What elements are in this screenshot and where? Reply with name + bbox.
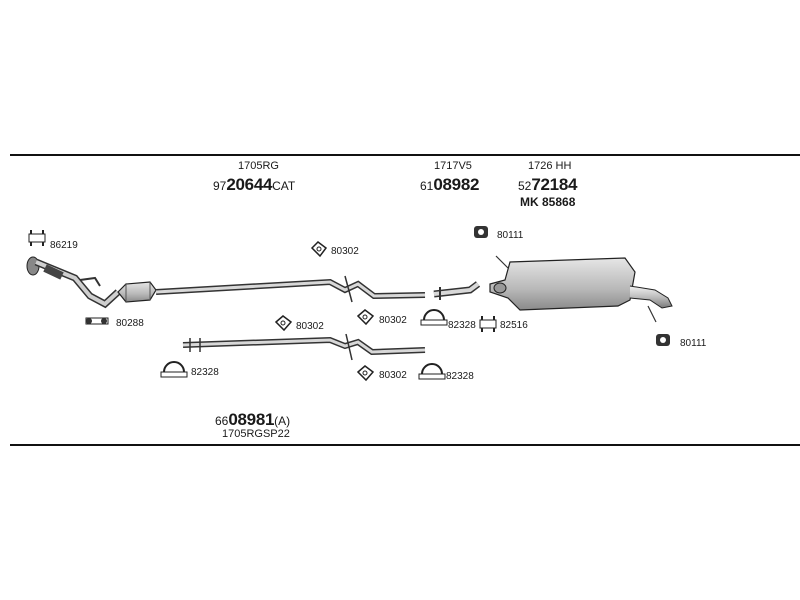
cat-code: 1705RG: [238, 160, 279, 172]
label-80111-b: 80111: [680, 338, 707, 349]
rubber-80111-b: [656, 334, 670, 346]
clamp-82328-b: [420, 309, 448, 326]
hanger-82516: [479, 316, 497, 332]
catalytic-converter: [117, 281, 157, 303]
bottom-divider: [10, 444, 800, 446]
rear-part-number: 5272184: [518, 175, 578, 194]
label-80111-a: 80111: [497, 230, 524, 241]
label-82328-a: 82328: [191, 367, 219, 378]
label-82516: 82516: [500, 320, 528, 331]
label-86219: 86219: [50, 240, 78, 251]
rear-muffler: [489, 255, 673, 323]
front-pipe: [26, 256, 121, 309]
label-80288: 80288: [116, 318, 144, 329]
gasket-80302-d: [356, 365, 375, 382]
label-82328-b: 82328: [448, 320, 476, 331]
clamp-82328-c: [418, 363, 446, 380]
rubber-80111-a: [474, 226, 488, 238]
gasket-80302-a: [310, 241, 328, 258]
front-middle-pipe: [155, 275, 426, 303]
gasket-80302-b: [274, 315, 293, 332]
mk-number: MK 85868: [520, 195, 576, 209]
clamp-82328-a: [160, 361, 188, 378]
gasket-80302-c: [356, 309, 375, 326]
middle-connector-pipe: [433, 281, 481, 300]
bottom-code: 1705RGSP22: [222, 428, 290, 440]
label-82328-c: 82328: [446, 371, 474, 382]
top-divider: [10, 154, 800, 156]
lower-pipe: [182, 333, 426, 361]
cat-part-number: 9720644CAT: [213, 175, 296, 194]
hanger-86219: [28, 230, 46, 246]
label-80302-c: 80302: [379, 315, 407, 326]
middle-code: 1717V5: [434, 160, 472, 172]
label-80302-d: 80302: [379, 370, 407, 381]
rear-code: 1726 HH: [528, 160, 572, 172]
label-80302-a: 80302: [331, 246, 359, 257]
hanger-80288: [85, 317, 109, 325]
bottom-part-number: 6608981(A): [215, 410, 291, 429]
label-80302-b: 80302: [296, 321, 324, 332]
middle-part-number: 6108982: [420, 175, 480, 194]
